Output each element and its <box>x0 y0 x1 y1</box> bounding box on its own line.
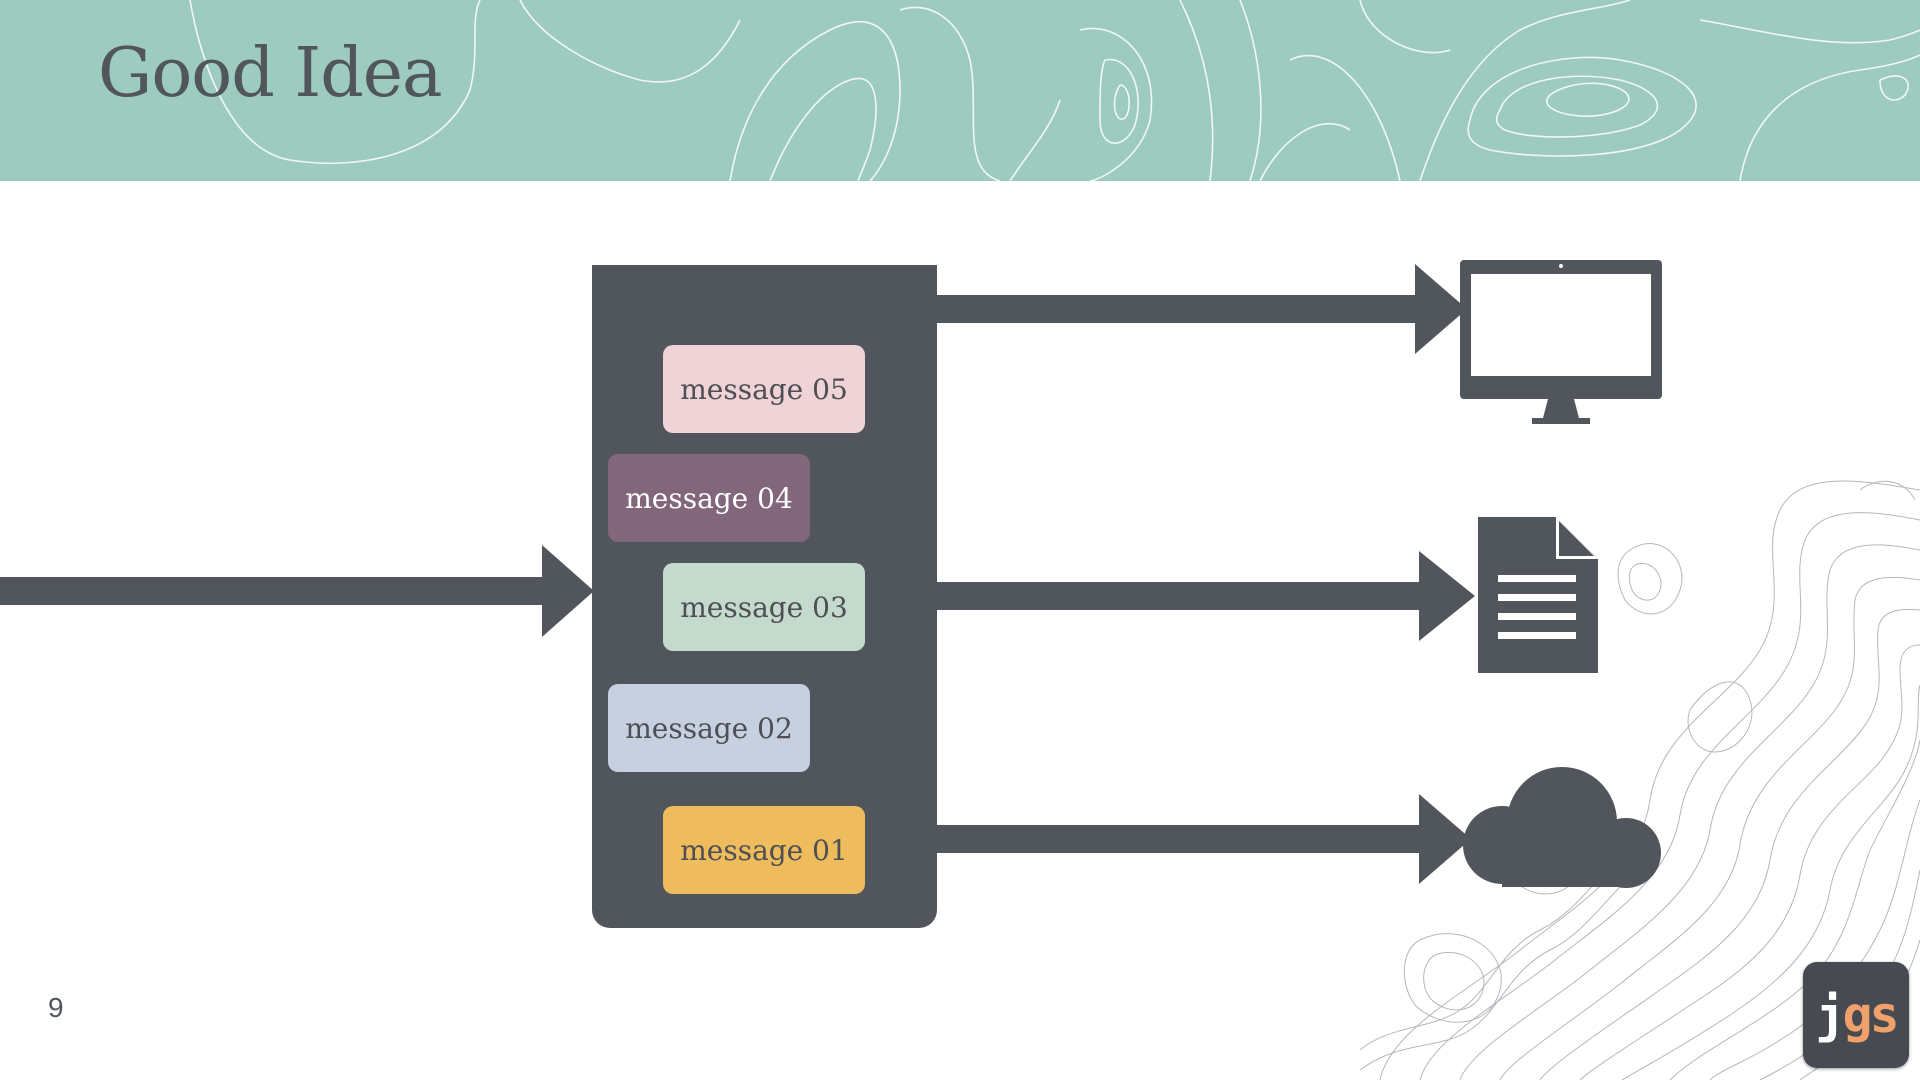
header-banner: Good Idea <box>0 0 1920 181</box>
message-03: message 03 <box>663 563 865 651</box>
topographic-pattern <box>189 0 1920 181</box>
jgs-logo: jgs <box>1803 962 1909 1068</box>
message-05: message 05 <box>663 345 865 433</box>
producer-arrow <box>0 545 594 637</box>
message-02: message 02 <box>608 684 810 772</box>
message-04: message 04 <box>608 454 810 542</box>
message-01: message 01 <box>663 806 865 894</box>
monitor-icon <box>1460 260 1662 424</box>
topographic-corner-pattern <box>1360 480 1920 1080</box>
message-queue: message 05 message 04 message 03 message… <box>592 265 937 928</box>
page-number: 9 <box>48 992 64 1023</box>
slide-title: Good Idea <box>98 34 443 113</box>
cloud-icon <box>1463 767 1661 888</box>
document-icon <box>1478 517 1598 673</box>
consumer-arrow-document <box>935 551 1475 641</box>
logo-letters-gs: gs <box>1842 986 1899 1044</box>
consumer-arrow-cloud <box>935 794 1471 884</box>
consumer-arrow-monitor <box>935 264 1467 354</box>
logo-letter-j: j <box>1815 986 1845 1044</box>
